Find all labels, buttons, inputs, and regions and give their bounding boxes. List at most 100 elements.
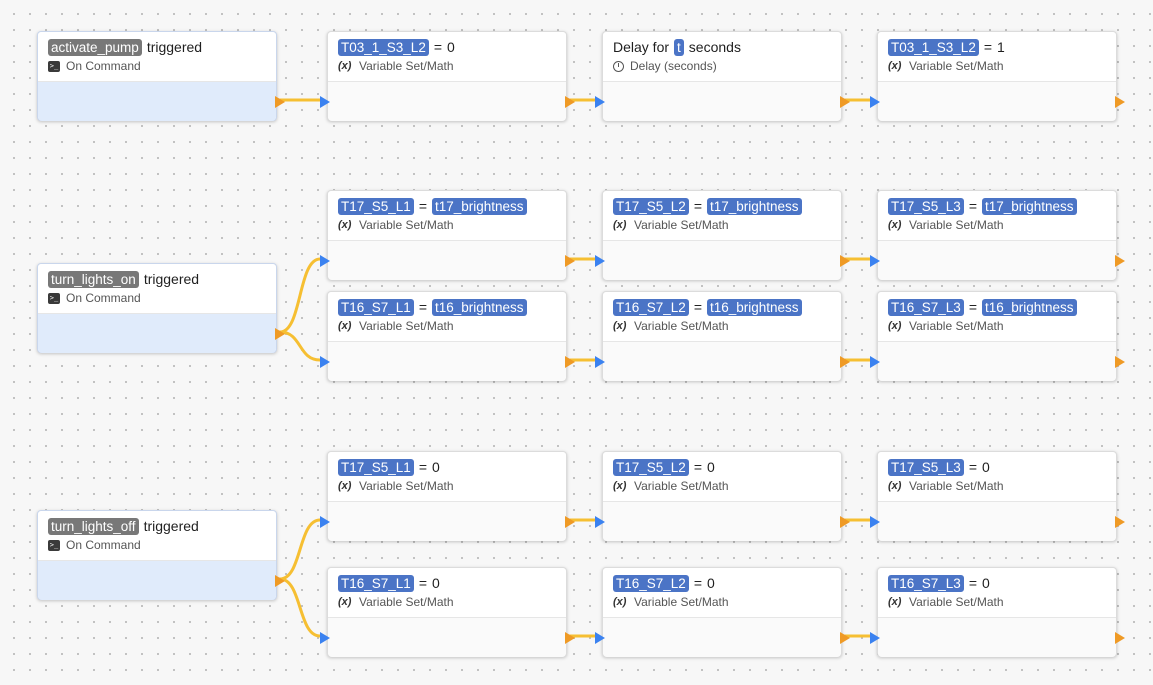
input-port[interactable] [595, 96, 605, 108]
value-text: 0 [432, 575, 440, 591]
operator: = [418, 459, 427, 475]
action-node[interactable]: T16_S7_L3=t16_brightness (x)Variable Set… [870, 291, 1125, 381]
output-port[interactable] [840, 356, 850, 368]
input-port[interactable] [870, 255, 880, 267]
action-node[interactable]: T16_S7_L2=t16_brightness (x)Variable Set… [595, 291, 850, 381]
input-port[interactable] [595, 255, 605, 267]
input-port[interactable] [320, 255, 330, 267]
input-port[interactable] [320, 516, 330, 528]
value-text: 0 [447, 39, 455, 55]
variable-target: T17_S5_L3 [888, 198, 964, 215]
operator: = [693, 299, 702, 315]
variable-x-icon: (x) [613, 219, 627, 231]
input-port[interactable] [870, 356, 880, 368]
variable-target: T17_S5_L2 [613, 198, 689, 215]
node-type-label: Variable Set/Math [909, 59, 1004, 73]
variable-target: T17_S5_L2 [613, 459, 689, 476]
output-port[interactable] [1115, 632, 1125, 644]
output-port[interactable] [840, 255, 850, 267]
output-port[interactable] [1115, 356, 1125, 368]
action-node[interactable]: T17_S5_L2=t17_brightness (x)Variable Set… [595, 190, 850, 280]
output-port[interactable] [565, 516, 575, 528]
output-port[interactable] [840, 516, 850, 528]
action-node[interactable]: T16_S7_L3=0 (x)Variable Set/Math [870, 567, 1125, 657]
node-type-label: Variable Set/Math [634, 479, 729, 493]
output-port[interactable] [565, 356, 575, 368]
variable-target: T17_S5_L1 [338, 459, 414, 476]
node-type-label: Delay (seconds) [630, 59, 717, 73]
input-port[interactable] [320, 632, 330, 644]
action-node[interactable]: T17_S5_L3=0 (x)Variable Set/Math [870, 451, 1125, 541]
output-port[interactable] [840, 632, 850, 644]
variable-x-icon: (x) [613, 596, 627, 608]
value-variable: t17_brightness [707, 198, 802, 215]
variable-x-icon: (x) [338, 480, 352, 492]
node-type-label: Variable Set/Math [359, 218, 454, 232]
delay-variable: t [674, 39, 684, 56]
variable-x-icon: (x) [338, 320, 352, 332]
input-port[interactable] [595, 632, 605, 644]
action-node[interactable]: T03_1_S3_L2=0 (x)Variable Set/Math [320, 31, 575, 121]
node-type-label: Variable Set/Math [909, 319, 1004, 333]
node-type-label: Variable Set/Math [909, 218, 1004, 232]
input-port[interactable] [595, 356, 605, 368]
action-node[interactable]: T16_S7_L2=0 (x)Variable Set/Math [595, 567, 850, 657]
action-node[interactable]: T16_S7_L1=0 (x)Variable Set/Math [320, 567, 575, 657]
terminal-icon: >_ [48, 540, 60, 551]
trigger-suffix: triggered [146, 39, 203, 55]
variable-x-icon: (x) [888, 596, 902, 608]
output-port[interactable] [565, 255, 575, 267]
input-port[interactable] [320, 96, 330, 108]
terminal-icon: >_ [48, 293, 60, 304]
node-type-label: Variable Set/Math [634, 595, 729, 609]
output-port[interactable] [1115, 96, 1125, 108]
action-node[interactable]: T17_S5_L1=0 (x)Variable Set/Math [320, 451, 575, 541]
value-text: 0 [982, 459, 990, 475]
operator: = [433, 39, 443, 55]
node-type-label: Variable Set/Math [909, 595, 1004, 609]
node-type-label: On Command [66, 538, 141, 552]
action-node[interactable]: T17_S5_L1=t17_brightness (x)Variable Set… [320, 190, 575, 280]
wire [278, 330, 322, 362]
action-node[interactable]: T17_S5_L3=t17_brightness (x)Variable Set… [870, 190, 1125, 280]
delay-suffix: seconds [688, 39, 741, 55]
output-port[interactable] [1115, 516, 1125, 528]
input-port[interactable] [320, 356, 330, 368]
input-port[interactable] [595, 516, 605, 528]
operator: = [968, 575, 977, 591]
terminal-icon: >_ [48, 61, 60, 72]
variable-x-icon: (x) [888, 480, 902, 492]
output-port[interactable] [1115, 255, 1125, 267]
operator: = [693, 459, 702, 475]
input-port[interactable] [870, 632, 880, 644]
wire [278, 518, 322, 581]
output-port[interactable] [565, 632, 575, 644]
wire [278, 577, 322, 638]
input-port[interactable] [870, 96, 880, 108]
variable-target: T16_S7_L2 [613, 299, 689, 316]
output-port[interactable] [275, 575, 285, 587]
value-text: 0 [432, 459, 440, 475]
value-text: 0 [707, 459, 715, 475]
variable-target: T16_S7_L3 [888, 299, 964, 316]
output-port[interactable] [275, 328, 285, 340]
variable-x-icon: (x) [888, 320, 902, 332]
action-node[interactable]: T03_1_S3_L2=1 (x)Variable Set/Math [870, 31, 1125, 121]
variable-target: T16_S7_L1 [338, 299, 414, 316]
operator: = [418, 198, 427, 214]
operator: = [418, 299, 427, 315]
value-variable: t17_brightness [432, 198, 527, 215]
variable-x-icon: (x) [888, 60, 902, 72]
output-port[interactable] [565, 96, 575, 108]
output-port[interactable] [275, 96, 285, 108]
value-variable: t16_brightness [982, 299, 1077, 316]
output-port[interactable] [840, 96, 850, 108]
command-name: turn_lights_off [48, 518, 139, 535]
action-node[interactable]: T17_S5_L2=0 (x)Variable Set/Math [595, 451, 850, 541]
input-port[interactable] [870, 516, 880, 528]
action-node[interactable]: T16_S7_L1=t16_brightness (x)Variable Set… [320, 291, 575, 381]
